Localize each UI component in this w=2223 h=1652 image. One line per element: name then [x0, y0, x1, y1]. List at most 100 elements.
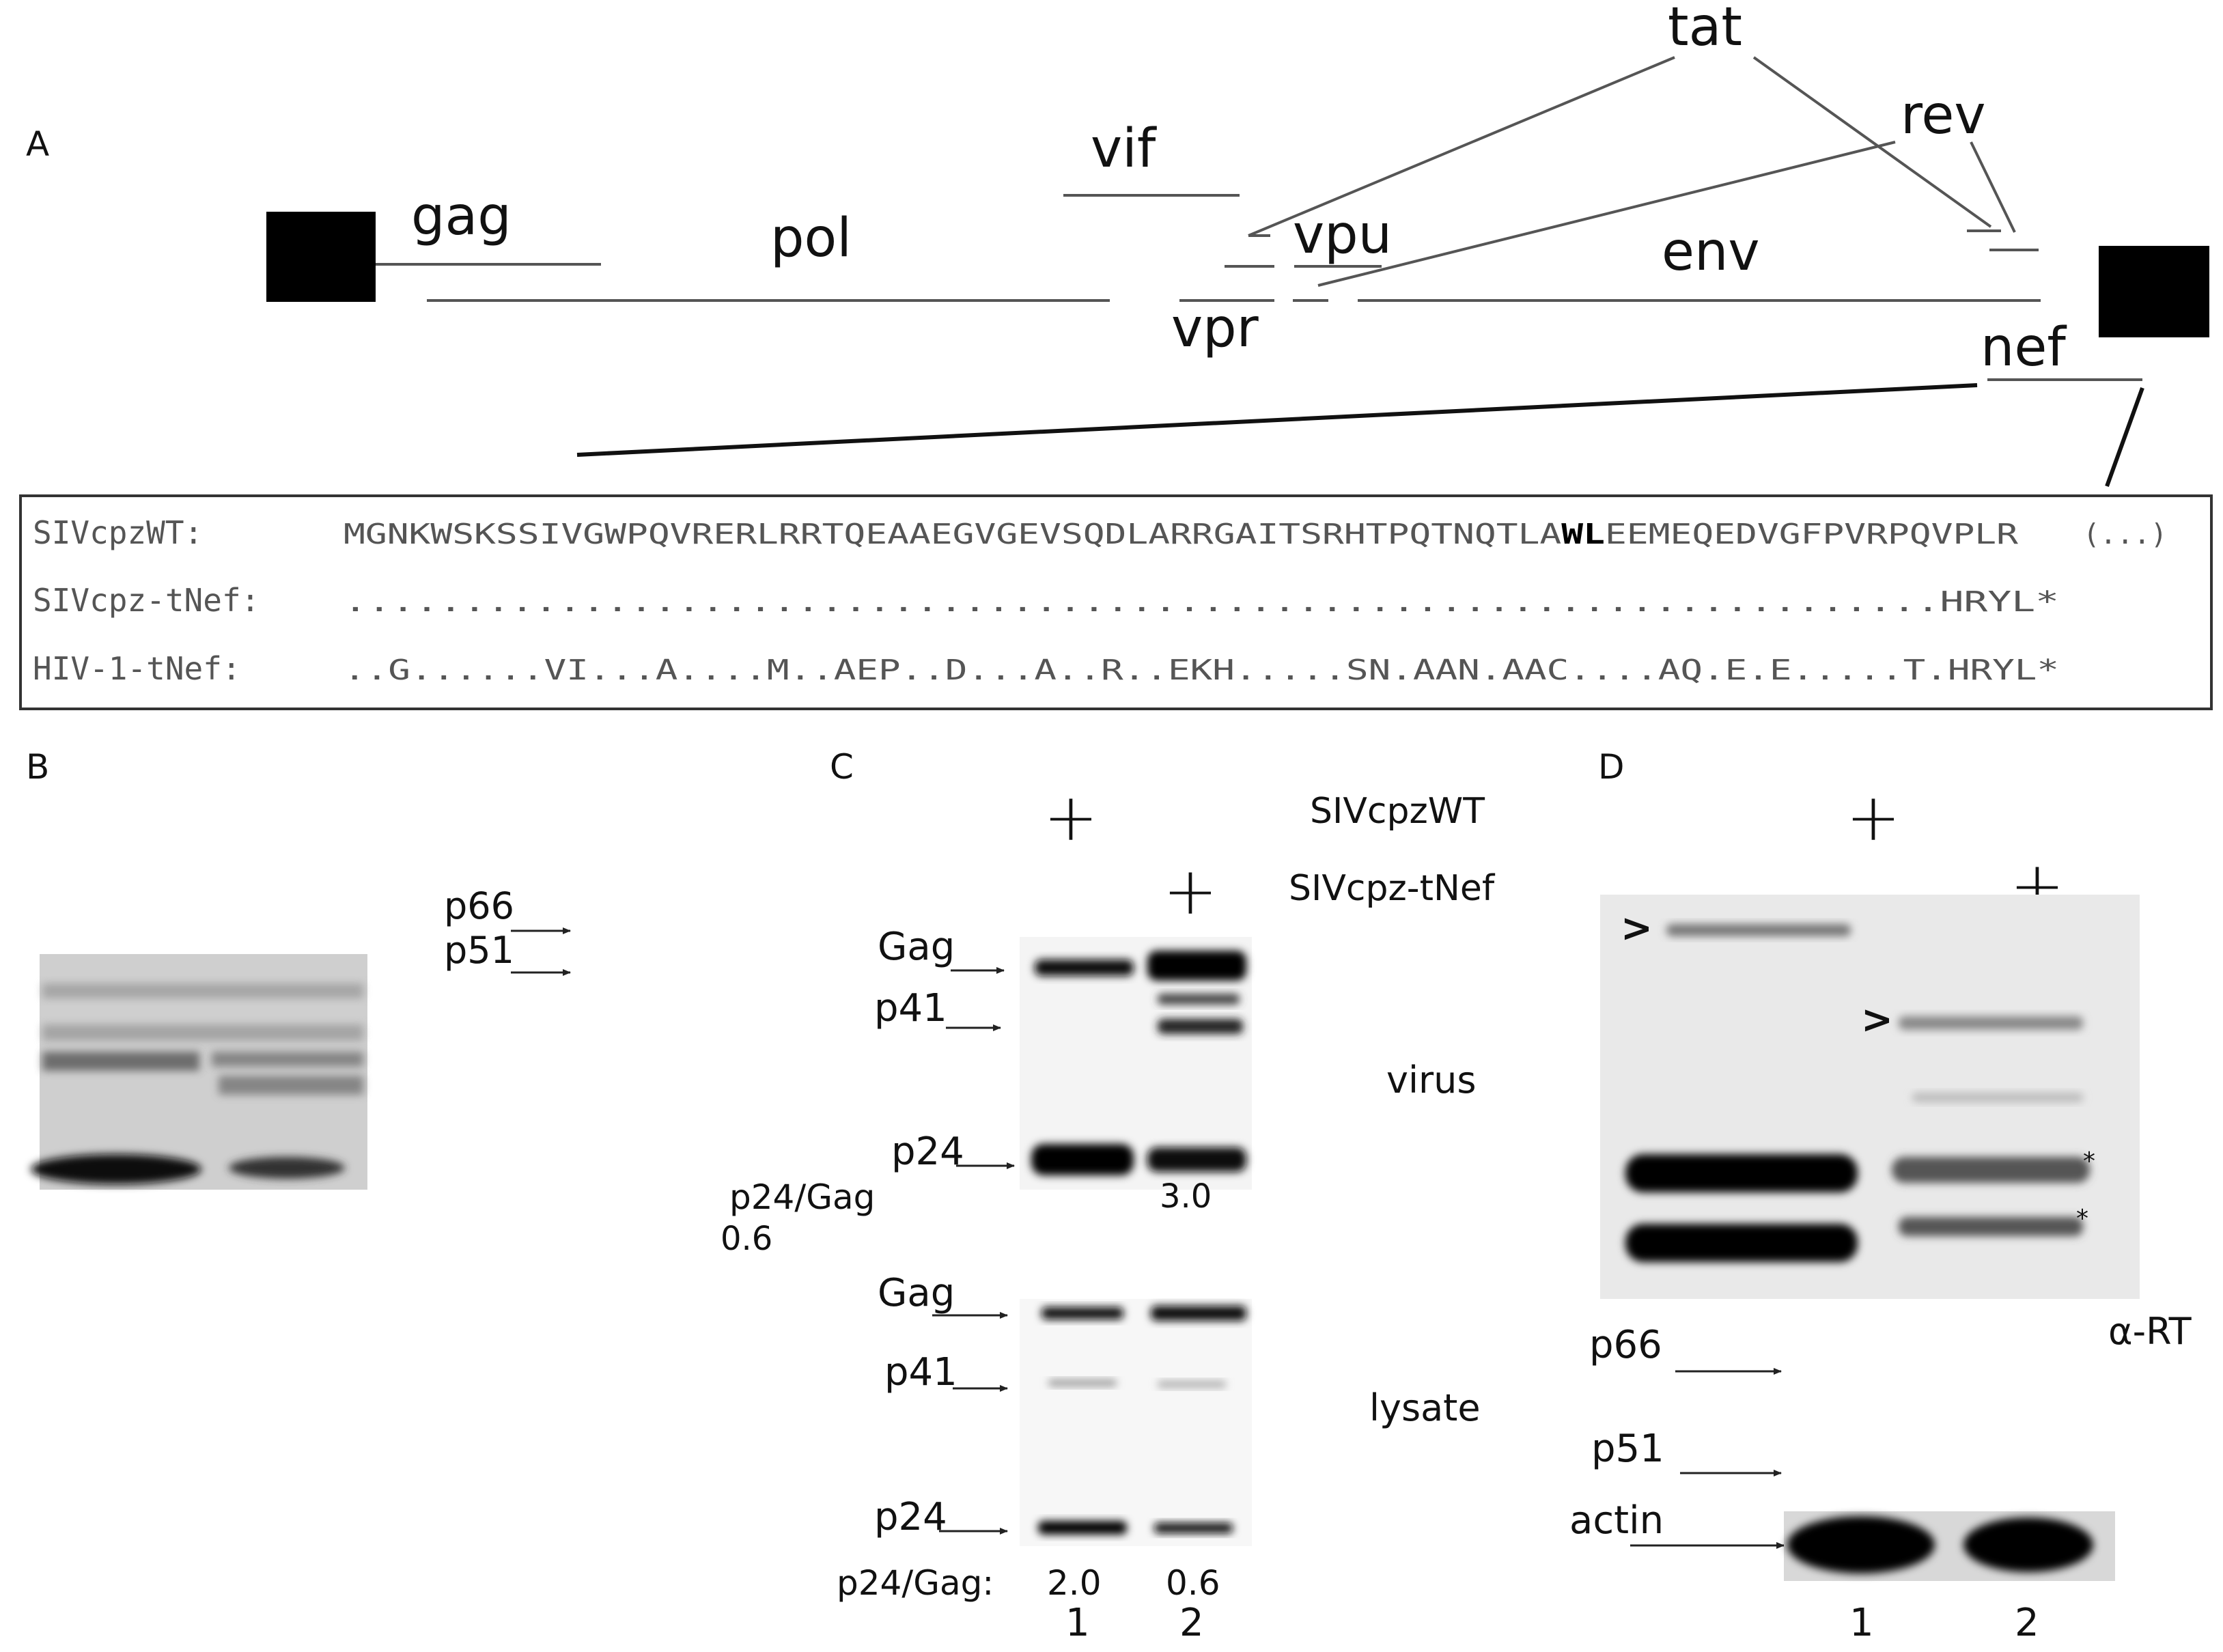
- actin-band-lane1: [1787, 1516, 1935, 1573]
- alignment-name-hiv1-tnef: HIV-1-tNef:: [33, 650, 241, 687]
- panel-d: + + > > * * α-RT p66 p51 actin 1 2: [1569, 779, 2192, 1645]
- rt-band-lane1-top: [1666, 924, 1851, 936]
- band-b-6: [31, 1154, 201, 1184]
- virus-p41-label: p41: [874, 986, 947, 1031]
- tat-splice-2: [1752, 56, 1992, 228]
- band-b-5: [219, 1076, 363, 1095]
- panel-c: + + SIVcpzWT SIVcpz-tNef virus Gag p41 p…: [721, 779, 1496, 1645]
- nef-alignment: SIVcpzWT: SIVcpz-tNef: HIV-1-tNef: MGNKW…: [19, 494, 2213, 710]
- lysate-blot: [1020, 1299, 1252, 1546]
- plus-c-lane1: +: [1044, 779, 1098, 856]
- gene-label-vpu: vpu: [1293, 204, 1392, 266]
- band-b-2: [42, 1024, 363, 1041]
- panel-d-label: D: [1598, 747, 1625, 787]
- plus-d-lane1: +: [1846, 779, 1901, 856]
- virus-gag-label: Gag: [878, 925, 955, 969]
- panel-b-blot: p66 p51: [31, 884, 571, 1190]
- lysate-p41-lane1: [1048, 1380, 1117, 1386]
- panel-b-p51-label: p51: [444, 929, 514, 972]
- gene-label-rev: rev: [1901, 85, 1986, 146]
- genome-map: gag pol vif vpr vpu tat rev env nef: [266, 0, 2209, 488]
- ltr-3-box: [2099, 246, 2209, 337]
- lysate-p41-lane2: [1158, 1381, 1226, 1388]
- wt-seq-end: EEMEQEDVGFPVRPQVPLR: [1605, 518, 2018, 550]
- rev-splice-1: [1317, 141, 1896, 287]
- rt-marker-lane1: >: [1621, 906, 1653, 951]
- virus-ratio-lane2: 3.0: [1160, 1177, 1212, 1216]
- lane-c-2: 2: [1179, 1601, 1204, 1645]
- gene-label-vif: vif: [1091, 118, 1157, 180]
- gene-label-nef: nef: [1981, 317, 2067, 378]
- virus-p24-label: p24: [891, 1130, 964, 1174]
- wt-seq-dileucine: WL: [1561, 518, 1605, 550]
- panel-d-actin-label: actin: [1569, 1498, 1664, 1543]
- alignment-name-sivcpz-tnef: SIVcpz-tNef:: [33, 582, 260, 619]
- alignment-box: [19, 494, 2213, 710]
- gene-label-env: env: [1662, 221, 1760, 283]
- actin-band-lane2: [1963, 1517, 2093, 1572]
- ltr-5-box: [266, 212, 376, 302]
- rev-splice-2: [1970, 141, 2016, 233]
- virus-label: virus: [1386, 1059, 1477, 1102]
- rt-band-lane2-mid: [1892, 1157, 2090, 1183]
- rt-band-lane2-top: [1899, 1016, 2083, 1030]
- lysate-gag-lane1: [1041, 1307, 1123, 1319]
- lysate-p24-lane1: [1038, 1521, 1127, 1535]
- alignment-seq-hiv1-tnef: ..G......VI...A....M..AEP..D...A..R..EKH…: [344, 654, 2059, 686]
- panel-b-label: B: [26, 747, 49, 787]
- panel-b-p66-label: p66: [444, 884, 514, 927]
- lysate-ratio-lane1: 2.0: [1047, 1563, 1102, 1603]
- lysate-label: lysate: [1369, 1386, 1481, 1429]
- lane-d-2: 2: [2015, 1601, 2039, 1645]
- band-b-7: [229, 1157, 345, 1179]
- gene-label-tat: tat: [1668, 0, 1742, 58]
- lane-d-1: 1: [1849, 1601, 1874, 1645]
- virus-ratio-lane1: 0.6: [721, 1220, 772, 1258]
- gene-label-gag: gag: [411, 186, 512, 247]
- virus-p41-lane2b: [1158, 1019, 1243, 1034]
- band-b-4: [212, 1052, 363, 1067]
- alignment-ellipsis: (...): [2083, 518, 2167, 550]
- rt-band-lane1-low: [1625, 1224, 1858, 1262]
- lane-c-1: 1: [1065, 1601, 1090, 1645]
- panel-a-label: A: [26, 124, 49, 164]
- panel-d-p51-label: p51: [1591, 1427, 1664, 1471]
- virus-p24-lane2: [1147, 1147, 1246, 1172]
- antibody-label: α-RT: [2108, 1310, 2192, 1353]
- virus-p24-lane1: [1031, 1144, 1134, 1175]
- band-b-3: [42, 1052, 199, 1071]
- virus-p41-lane2a: [1158, 994, 1240, 1005]
- rt-band-lane2-low: [1899, 1217, 2083, 1236]
- virus-gag-lane1: [1035, 960, 1134, 976]
- virus-ratio-label: p24/Gag: [729, 1177, 875, 1217]
- rt-asterisk-1: *: [2083, 1147, 2095, 1175]
- alignment-name-wt: SIVcpzWT:: [33, 514, 203, 551]
- alignment-seq-sivcpz-tnef: ........................................…: [344, 585, 2059, 618]
- wt-seq-start: MGNKWSKSSIVGWPQVRERLRRTQEAAEGVGEVSQDLARR…: [344, 518, 1561, 550]
- gene-label-pol: pol: [770, 208, 852, 269]
- panel-d-p66-label: p66: [1589, 1323, 1662, 1367]
- alignment-seq-wt: MGNKWSKSSIVGWPQVRERLRRTQEAAEGVGEVSQDLARR…: [344, 518, 2018, 550]
- zoom-line-left: [576, 383, 1978, 457]
- lysate-ratio-lane2: 0.6: [1166, 1563, 1220, 1603]
- gene-label-vpr: vpr: [1171, 298, 1259, 359]
- band-b-1: [42, 983, 363, 998]
- lysate-ratio-label: p24/Gag:: [837, 1563, 994, 1603]
- condition-sivcpzwt: SIVcpzWT: [1310, 791, 1485, 832]
- lysate-p24-label: p24: [874, 1495, 947, 1539]
- rt-marker-lane2: >: [1861, 998, 1893, 1042]
- rt-band-lane1-mid: [1625, 1154, 1858, 1192]
- plus-c-lane2: +: [1163, 853, 1218, 929]
- rt-asterisk-2: *: [2076, 1205, 2088, 1233]
- lysate-gag-label: Gag: [878, 1271, 955, 1315]
- rt-band-lane2-faint: [1912, 1093, 2083, 1102]
- virus-gag-lane2: [1147, 951, 1246, 981]
- condition-sivcpz-tnef: SIVcpz-tNef: [1289, 868, 1496, 909]
- panel-c-label: C: [830, 747, 854, 787]
- tat-splice-1: [1248, 56, 1675, 237]
- lysate-gag-lane2: [1151, 1306, 1246, 1321]
- lysate-p24-lane2: [1154, 1523, 1233, 1533]
- lysate-p41-label: p41: [884, 1350, 957, 1395]
- zoom-line-right: [2105, 387, 2144, 488]
